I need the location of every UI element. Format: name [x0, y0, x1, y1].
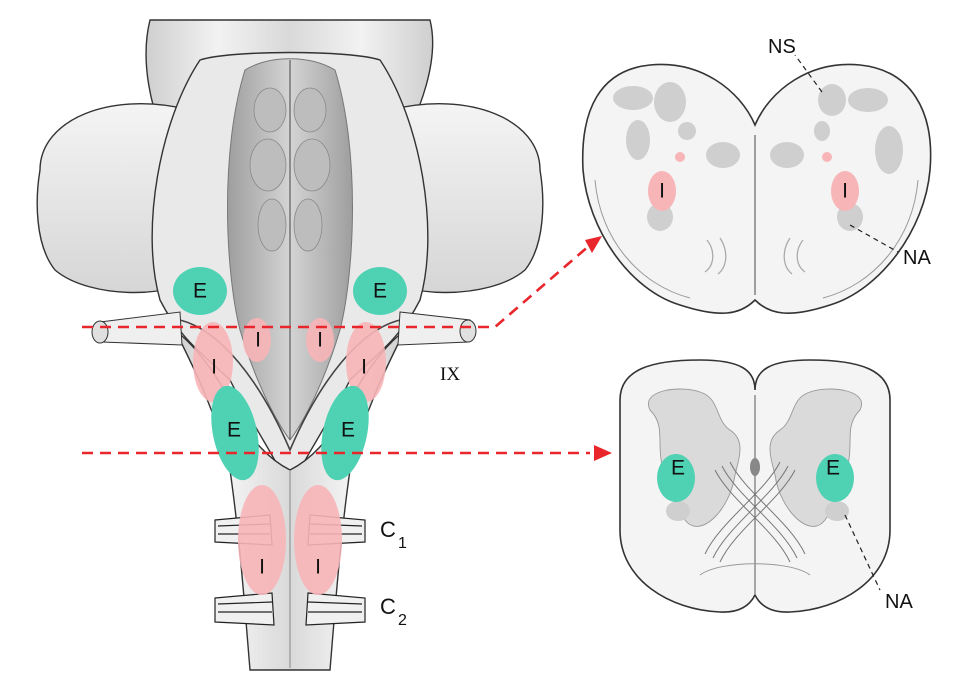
expiratory-region — [321, 385, 369, 481]
expiratory-region — [816, 454, 854, 502]
pyramid-tracts-upper — [704, 237, 806, 275]
expiratory-label: E — [826, 457, 840, 480]
expiratory-region — [353, 267, 407, 315]
inspiratory-region — [831, 171, 859, 211]
ns-leader — [794, 54, 823, 93]
expiratory-label: E — [227, 419, 241, 442]
expiratory-region — [211, 385, 259, 481]
expiratory-label: E — [193, 280, 207, 303]
inspiratory-region — [238, 485, 286, 595]
c2-rootlets — [214, 592, 366, 626]
expiratory-label: E — [671, 457, 685, 480]
nerve-ix-label: IX — [440, 364, 460, 385]
central-canal — [750, 458, 760, 476]
c2-letter: C — [380, 594, 396, 619]
inspiratory-label: I — [317, 329, 323, 352]
na-upper-leader — [849, 224, 899, 253]
upper-section-arrowhead — [585, 236, 602, 253]
inspiratory-label: I — [315, 556, 321, 579]
brainstem-dorsal-view: E E I I I I E E I I IX C 1 C 2 — [36, 19, 544, 671]
na-lower-label: NA — [885, 591, 913, 613]
upper-section-line — [82, 244, 591, 329]
inspiratory-region — [294, 485, 342, 595]
inspiratory-region — [346, 322, 386, 402]
inspiratory-label: I — [211, 356, 217, 379]
lower-section-arrowhead — [594, 445, 612, 461]
expiratory-region — [657, 454, 695, 502]
inspiratory-label: I — [255, 329, 261, 352]
ns-label: NS — [768, 36, 796, 58]
brainstem-letters: E E I I I I E E I I — [193, 280, 387, 579]
c1-label: C 1 — [380, 517, 407, 552]
expiratory-label: E — [341, 419, 355, 442]
inspiratory-label: I — [659, 180, 665, 203]
section-lines — [82, 244, 591, 455]
c1-subscript: 1 — [398, 535, 407, 552]
upper-cross-section: I I NS NA — [581, 36, 932, 314]
c1-letter: C — [380, 517, 396, 542]
upper-gray-nuclei — [613, 82, 903, 231]
inspiratory-label: I — [361, 356, 367, 379]
nerve-ix-left — [91, 311, 183, 346]
na-lower-leader — [844, 514, 881, 591]
colliculi — [249, 87, 331, 252]
inspiratory-region — [306, 318, 334, 362]
nerve-ix-right — [397, 311, 477, 346]
c2-subscript: 2 — [398, 612, 407, 629]
inspiratory-label: I — [259, 556, 265, 579]
expiratory-region — [173, 267, 227, 315]
inspiratory-label: I — [842, 180, 848, 203]
lower-cross-section: E E NA — [619, 359, 913, 613]
inspiratory-region — [648, 171, 676, 211]
upper-section-outline — [581, 63, 932, 314]
expiratory-label: E — [373, 280, 387, 303]
c2-label: C 2 — [380, 594, 407, 629]
na-upper-label: NA — [903, 247, 931, 269]
respiratory-groups-brainstem — [173, 267, 407, 595]
inspiratory-region — [243, 318, 271, 362]
pyramidal-decussation — [704, 461, 806, 563]
inspiratory-region — [193, 322, 233, 402]
